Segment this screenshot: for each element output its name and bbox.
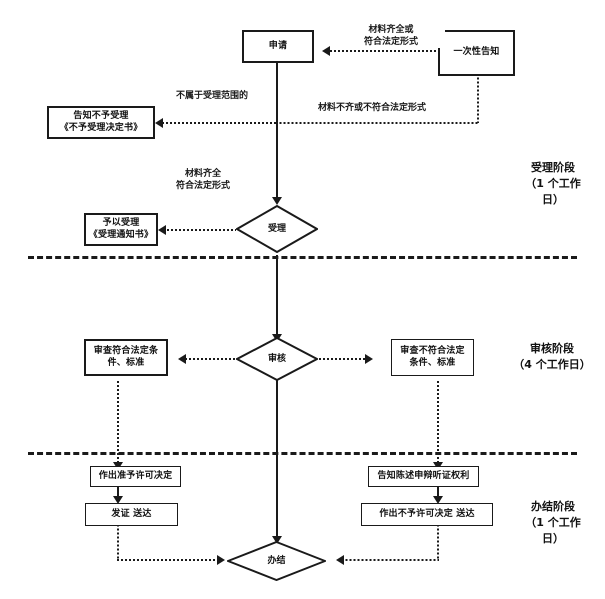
arrowhead-accept-to-grant <box>158 225 166 235</box>
connector-notice-to-application <box>330 50 438 52</box>
node-grant-acceptance-line1: 予以受理 <box>102 218 140 229</box>
diamond-shape-accept <box>236 205 318 253</box>
diamond-shape-review <box>236 337 318 381</box>
arrowhead-application-to-accept <box>272 197 282 205</box>
stage-divider-acceptance <box>28 256 577 259</box>
connector-disapprove-down <box>437 525 439 560</box>
node-application[interactable]: 申请 <box>242 30 314 63</box>
node-review-not-conform[interactable]: 审查不符合法定 条件、标准 <box>391 339 474 376</box>
connector-approve-to-issue <box>117 487 119 501</box>
connector-accept-to-grant <box>166 229 236 231</box>
node-review-decision-label: 审核 <box>267 353 286 364</box>
node-review-not-conform-line1: 审查不符合法定 <box>400 346 465 357</box>
node-grant-acceptance[interactable]: 予以受理 《受理通知书》 <box>84 213 158 246</box>
node-one-time-notice-label: 一次性告知 <box>453 47 500 58</box>
stage-label-completion: 办结阶段 （1 个工作 日） <box>525 500 581 545</box>
connector-review-to-completed-spine <box>276 380 278 540</box>
connector-review-to-conform <box>186 358 236 360</box>
arrowhead-review-to-completed <box>272 536 282 544</box>
node-review-decision[interactable]: 审核 <box>236 337 318 381</box>
connector-notconform-down <box>437 381 439 465</box>
node-review-conform-line1: 审查符合法定条 <box>93 346 159 357</box>
connector-notify-to-disapprove <box>437 487 439 501</box>
node-notify-rights-label: 告知陈述申辩听证权利 <box>377 470 470 481</box>
connector-outofscope-to-reject <box>163 122 277 124</box>
connector-incomplete-vertical <box>477 76 479 123</box>
arrowhead-review-to-conform <box>178 354 186 364</box>
connector-disapprove-to-completed <box>344 559 439 561</box>
arrowhead-notify-to-disapprove <box>433 496 443 504</box>
connector-review-to-notconform <box>317 358 365 360</box>
node-one-time-notice[interactable]: 一次性告知 <box>438 30 515 76</box>
node-review-conform[interactable]: 审查符合法定条 件、标准 <box>84 339 168 376</box>
connector-incomplete-horizontal <box>277 122 478 124</box>
arrowhead-notice-to-application <box>322 46 330 56</box>
connector-issue-to-completed <box>117 559 217 561</box>
arrowhead-outofscope-to-reject <box>155 118 163 128</box>
node-disapprove-deliver[interactable]: 作出不予许可决定 送达 <box>361 503 493 526</box>
edge-label-out-of-scope: 不属于受理范围的 <box>163 90 261 103</box>
node-issue-and-deliver-label: 发证 送达 <box>111 508 152 519</box>
connector-accept-to-review-spine <box>276 255 278 339</box>
stage-divider-review <box>28 452 577 455</box>
arrowhead-approve-to-issue <box>113 496 123 504</box>
node-completed-label: 办结 <box>267 555 286 566</box>
node-application-label: 申请 <box>268 40 288 51</box>
node-completed[interactable]: 办结 <box>227 541 326 581</box>
edge-label-materials-complete-or-legal: 材料齐全或 符合法定形式 <box>337 24 445 49</box>
diamond-shape-completed <box>227 541 326 581</box>
node-accept-decision-label: 受理 <box>267 223 286 234</box>
node-reject-acceptance-line1: 告知不予受理 <box>73 111 129 122</box>
edge-label-materials-complete-legal: 材料齐全 符合法定形式 <box>155 168 251 193</box>
node-reject-acceptance-line2: 《不予受理决定书》 <box>59 122 143 133</box>
node-review-conform-line2: 件、标准 <box>107 357 145 368</box>
stage-label-acceptance: 受理阶段 （1 个工作 日） <box>525 161 581 206</box>
node-approve-decision-label: 作出准予许可决定 <box>98 470 173 481</box>
arrowhead-review-to-notconform <box>365 354 373 364</box>
node-disapprove-deliver-label: 作出不予许可决定 送达 <box>379 508 475 519</box>
node-review-not-conform-line2: 条件、标准 <box>409 357 456 368</box>
arrowhead-disapprove-to-completed <box>336 555 344 565</box>
arrowhead-issue-to-completed <box>217 555 225 565</box>
node-approve-decision[interactable]: 作出准予许可决定 <box>90 466 181 487</box>
node-grant-acceptance-line2: 《受理通知书》 <box>88 229 154 240</box>
node-accept-decision[interactable]: 受理 <box>236 205 318 253</box>
edge-label-materials-incomplete: 材料不齐或不符合法定形式 <box>290 102 454 115</box>
connector-issue-down <box>117 525 119 560</box>
node-reject-acceptance[interactable]: 告知不予受理 《不予受理决定书》 <box>47 106 155 139</box>
stage-label-review: 审核阶段 （4 个工作日） <box>513 342 591 371</box>
node-notify-rights[interactable]: 告知陈述申辩听证权利 <box>368 466 479 487</box>
connector-conform-down <box>117 381 119 465</box>
connector-application-spine <box>276 63 278 202</box>
node-issue-and-deliver[interactable]: 发证 送达 <box>85 503 178 526</box>
